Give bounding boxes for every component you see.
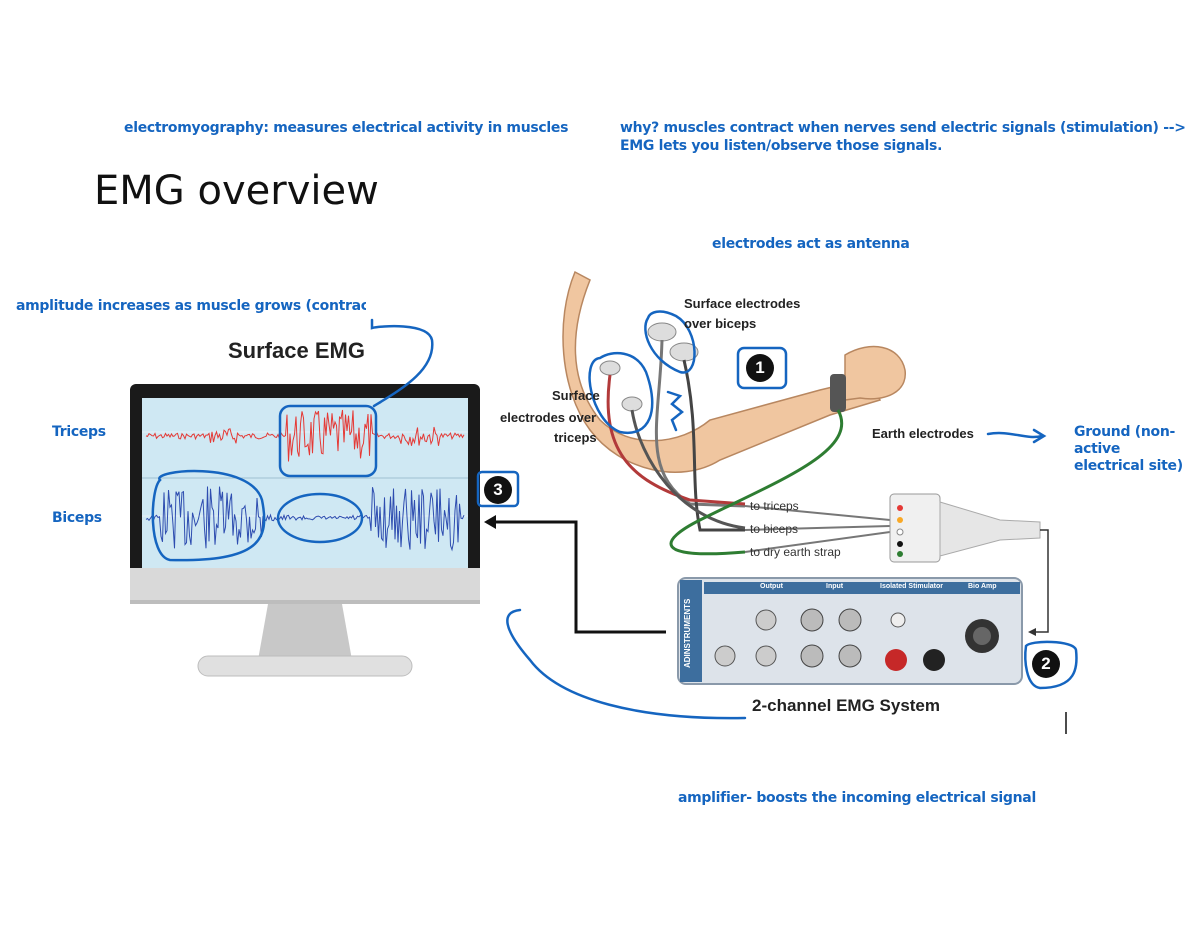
biceps-quiet-circle: [276, 492, 364, 544]
arm-illustration: [562, 270, 906, 473]
device-input-label: Input: [826, 583, 844, 590]
triceps-electrodes-label-1: Surface: [552, 388, 600, 403]
antenna-note: electrodes act as antenna: [712, 236, 910, 252]
badge-3-box: [476, 470, 520, 508]
biceps-electrode-circle: [644, 310, 696, 374]
device-stimulator-label: Isolated Stimulator: [880, 583, 944, 590]
definition-note: electromyography: measures electrical ac…: [124, 120, 569, 136]
surface-emg-label: Surface EMG: [228, 338, 365, 363]
triceps-label: Triceps: [52, 424, 106, 440]
page-title: EMG overview: [94, 168, 379, 214]
earth-strap: [830, 374, 846, 412]
system-label: 2-channel EMG System: [752, 696, 941, 715]
squiggle-mark: [666, 390, 685, 432]
amplifier-note: amplifier- boosts the incoming electrica…: [678, 790, 1036, 806]
why-note-line1: why? muscles contract when nerves send e…: [620, 120, 1186, 136]
badge-1: 1: [746, 354, 774, 382]
to-earth-label: to dry earth strap: [750, 545, 841, 559]
triceps-electrodes-label-3: triceps: [554, 430, 597, 445]
emg-device: [677, 577, 1023, 685]
triceps-signal: [145, 409, 465, 462]
biceps-electrodes-label-1: Surface electrodes: [684, 296, 801, 311]
triceps-burst-circle: [278, 404, 378, 478]
ground-note-line3: electrical site): [1074, 458, 1183, 474]
device-bioamp-label: Bio Amp: [968, 583, 997, 590]
biceps-signal: [145, 486, 465, 552]
triceps-electrode-circle: [588, 351, 654, 435]
biceps-electrodes-label-2: over biceps: [684, 316, 757, 331]
to-biceps-label: to biceps: [750, 522, 799, 536]
amplitude-arrow: [370, 318, 434, 408]
biceps-label: Biceps: [52, 510, 102, 526]
why-note-line2: EMG lets you listen/observe those signal…: [620, 138, 943, 154]
ground-arrow: [986, 431, 1044, 439]
ground-note-line2: active: [1074, 441, 1121, 457]
earth-electrodes-label: Earth electrodes: [872, 426, 974, 441]
amplifier-arrow: [506, 608, 747, 720]
badge-2: 2: [1032, 650, 1060, 678]
to-triceps-label: to triceps: [750, 499, 799, 513]
triceps-electrodes-label-2: electrodes over: [500, 410, 597, 425]
amplitude-note: amplitude increases as muscle grows (con…: [16, 298, 366, 314]
ground-note-line1: Ground (non-: [1074, 424, 1176, 440]
monitor: [130, 384, 480, 677]
handwritten-annotations: [151, 310, 1078, 720]
badge-1-box: [736, 346, 788, 390]
device-output-label: Output: [760, 583, 783, 590]
electrode-connector: [889, 493, 1041, 563]
badge-3: 3: [484, 476, 512, 504]
device-to-monitor-arrow: [488, 520, 666, 634]
device-brand: ADINSTRUMENTS: [683, 598, 692, 668]
biceps-burst-circle: [151, 469, 266, 562]
electrode-wires: [606, 339, 891, 556]
badge-2-box: [1024, 640, 1078, 690]
